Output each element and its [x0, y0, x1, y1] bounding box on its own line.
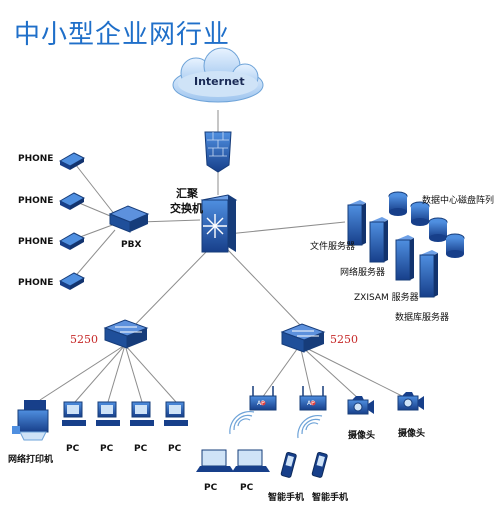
phone-icon: [58, 272, 86, 290]
camera-label: 摄像头: [348, 431, 376, 441]
smartphone-icon: [280, 451, 297, 478]
smartphone-label: 智能手机: [312, 493, 349, 503]
server-cluster: [347, 191, 465, 298]
phone-icon: [58, 232, 86, 250]
firewall-icon: [204, 131, 232, 173]
left-switch-label: 5250: [70, 333, 98, 346]
camera-label: 摄像头: [398, 429, 426, 439]
phone-label: PHONE: [18, 278, 54, 288]
ap-label: AP: [307, 400, 315, 407]
camera-icon: [397, 392, 424, 411]
right-switch-icon: [280, 323, 326, 353]
network-server-label: 网络服务器: [340, 268, 386, 278]
pbx-icon: [108, 205, 150, 233]
core-switch-label-line1: 汇聚: [176, 187, 198, 200]
core-switch-label-line2: 交换机: [170, 202, 203, 215]
laptop-icon: [232, 449, 270, 472]
internet-label: Internet: [194, 75, 245, 88]
desktop-pcs: [62, 401, 188, 426]
server-tower-icon: [395, 235, 414, 281]
ap-label: AP: [257, 400, 265, 407]
left-switch-icon: [103, 319, 149, 349]
laptop-label: PC: [204, 483, 218, 493]
storage-array-label: 数据中心磁盘阵列: [422, 196, 495, 206]
disk-stack-icon: [388, 191, 465, 258]
access-point-icon: [249, 386, 277, 411]
laptop-icon: [196, 449, 234, 472]
wireless-signal-icon: [229, 410, 323, 439]
server-tower-icon: [347, 200, 366, 246]
page-title: 中小型企业网行业: [14, 20, 231, 50]
smartphone-icon: [311, 451, 328, 478]
laptop-label: PC: [240, 483, 254, 493]
desktop-pc-icon: [62, 401, 86, 426]
server-tower-icon: [419, 250, 438, 298]
desktop-pc-icon: [96, 401, 120, 426]
phone-icon: [58, 152, 86, 170]
pc-label: PC: [100, 444, 114, 454]
pbx-label: PBX: [121, 240, 142, 250]
internet-cloud-icon: [172, 47, 264, 103]
desktop-pc-icon: [164, 401, 188, 426]
smartphone-label: 智能手机: [268, 493, 305, 503]
right-switch-label: 5250: [330, 333, 358, 346]
desktop-pc-icon: [130, 401, 154, 426]
pc-label: PC: [66, 444, 80, 454]
phone-label: PHONE: [18, 154, 54, 164]
pc-label: PC: [168, 444, 182, 454]
phones-group: [58, 152, 86, 290]
connection-lines: [39, 110, 411, 403]
zxisam-server-label: ZXISAM 服务器: [354, 293, 419, 303]
phone-label: PHONE: [18, 196, 54, 206]
phone-label: PHONE: [18, 237, 54, 247]
camera-icon: [347, 396, 374, 415]
pc-label: PC: [134, 444, 148, 454]
access-point-icon: [299, 386, 327, 411]
database-server-label: 数据库服务器: [395, 313, 450, 323]
printer-label: 网络打印机: [8, 455, 54, 465]
server-tower-icon: [369, 217, 388, 263]
phone-icon: [58, 192, 86, 210]
core-switch-icon: [200, 194, 238, 253]
file-server-label: 文件服务器: [310, 242, 356, 252]
printer-icon: [12, 400, 49, 441]
